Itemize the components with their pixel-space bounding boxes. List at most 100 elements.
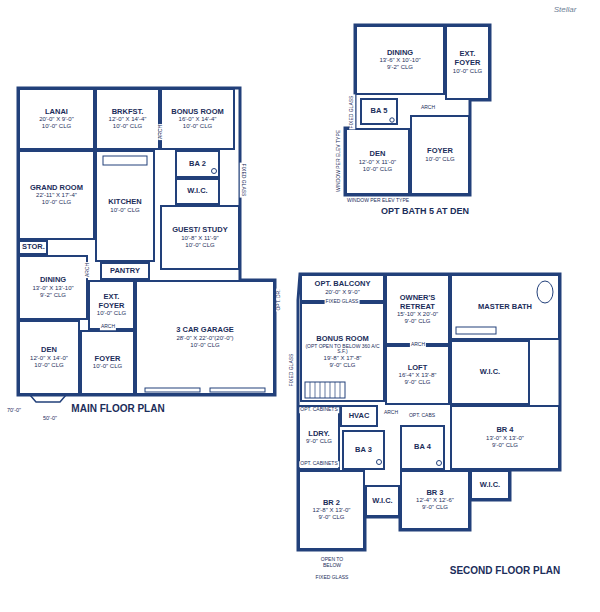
room: BA 2 <box>175 150 220 178</box>
note-label: ARCH <box>158 124 164 140</box>
room-name: DEN <box>369 150 387 159</box>
room-dimension: 13'-0" X 13'-10" <box>31 285 74 292</box>
room: DINING13'-0" X 13'-10"9'-2" CLG <box>18 255 88 320</box>
room: OPT. BALCONY20'-0" X 9'-0" <box>300 274 385 302</box>
second-floor-outline <box>298 274 560 550</box>
note-label: ARCH <box>100 324 116 330</box>
room-name: GRAND ROOM <box>29 184 84 193</box>
room: BR 312'-4" X 12'-6"9'-0" CLG <box>400 470 470 530</box>
room-dimension: 10'-0" CLG <box>41 123 72 130</box>
note-label: FIXED GLASS <box>240 163 246 198</box>
room-name: BA 2 <box>188 160 207 169</box>
note-label: OPT. CABS <box>408 413 436 419</box>
room: BR 212'-8" X 13'-0"9'-0" CLG <box>298 470 365 550</box>
garage-door <box>145 388 200 392</box>
room-dimension: 19'-8" X 17'-8" <box>323 355 363 362</box>
room-dimension: 12'-8" X 13'-0" <box>312 507 352 514</box>
room: W.I.C. <box>450 340 530 405</box>
room: BA 4 <box>400 425 445 470</box>
room-dimension: 10'-0" CLG <box>189 342 220 349</box>
room-name: W.I.C. <box>371 497 393 506</box>
room-dimension: 12'-0" X 14'-4" <box>108 116 148 123</box>
room: GRAND ROOM22'-11" X 17'-4"10'-0" CLG <box>18 150 95 240</box>
room-dimension: 9'-0" CLG <box>305 438 333 445</box>
note-label: ARCH <box>85 262 91 278</box>
room-name: BR 2 <box>322 499 341 508</box>
note-label: FIXED GLASS <box>289 353 295 388</box>
main-floor-outline <box>18 88 275 395</box>
room-name: W.I.C. <box>186 187 208 196</box>
room-name: EXT. FOYER <box>449 50 486 67</box>
plan-title: MAIN FLOOR PLAN <box>70 403 165 414</box>
room-name: MASTER BATH <box>477 303 533 312</box>
room-dimension: 9'-2" CLG <box>39 292 67 299</box>
room-name: FOYER <box>426 147 454 156</box>
room-name: STOR. <box>21 243 46 252</box>
bay-window <box>30 395 66 402</box>
room-name: KITCHEN <box>107 198 142 207</box>
room: BONUS ROOM(OPT OPEN TO BELOW 360 A/C S.F… <box>300 302 385 402</box>
room-name: DEN <box>40 346 58 355</box>
room-name: BR 4 <box>495 426 514 435</box>
bathtub <box>537 281 553 303</box>
room: LOFT16'-4" X 13'-8"9'-0" CLG <box>385 345 450 405</box>
note-label: OPT. CABINETS <box>299 461 339 467</box>
note-label: ARCH <box>383 410 399 416</box>
toilet <box>212 169 217 174</box>
room-dimension: 10'-0" CLG <box>452 68 483 75</box>
room: BA 5 <box>360 98 398 125</box>
stair <box>305 382 345 398</box>
room-dimension: 15'-10" X 20'-0" <box>396 311 439 318</box>
room-dimension: 10'-0" CLG <box>362 166 393 173</box>
room-name: LDRY. <box>307 430 330 439</box>
room: W.I.C. <box>365 485 400 517</box>
room: MASTER BATH <box>450 274 560 340</box>
room: BRKFST.12'-0" X 14'-4"10'-0" CLG <box>95 88 160 150</box>
room: HVAC <box>340 405 378 427</box>
room-dimension: 20'-0" X 9'-0" <box>324 289 361 296</box>
room: PANTRY <box>100 262 150 280</box>
dimension: 50'-0" <box>42 415 58 421</box>
room-dimension: 16'-0" X 14'-4" <box>178 116 218 123</box>
room-dimension: 12'-0" X 14'-0" <box>29 355 69 362</box>
toilet <box>437 461 442 466</box>
room: DINING13'-6" X 10'-10"9'-2" CLG <box>355 25 445 95</box>
room-dimension: 9'-0" CLG <box>318 514 346 521</box>
room-dimension: 22'-11" X 17'-4" <box>35 192 78 199</box>
room-dimension: 12'-4" X 12'-6" <box>415 497 455 504</box>
room-dimension: 9'-0" CLG <box>404 318 432 325</box>
room: BONUS ROOM16'-0" X 14'-4"10'-0" CLG <box>160 88 235 150</box>
room-name: BA 4 <box>413 443 432 452</box>
room-dimension: 9'-2" CLG <box>386 64 414 71</box>
room-dimension: 13'-0" X 13'-0" <box>485 435 525 442</box>
room-dimension: 10'-0" CLG <box>424 156 455 163</box>
room: BA 3 <box>342 430 385 470</box>
room-name: DINING <box>39 276 67 285</box>
room-name: BONUS ROOM <box>315 335 370 344</box>
room-dimension: 20'-0" X 9'-0" <box>38 116 75 123</box>
garage-door <box>210 388 265 392</box>
toilet <box>390 118 394 122</box>
room-dimension: 10'-0" CLG <box>92 363 123 370</box>
note-label: WINDOW PER ELEV TYPE <box>346 198 410 204</box>
room-name: PANTRY <box>109 267 141 276</box>
room: OWNER'S RETREAT15'-10" X 20'-0"9'-0" CLG <box>385 274 450 345</box>
kitchen-island <box>103 156 147 165</box>
room-name: OWNER'S RETREAT <box>389 294 446 311</box>
room-name: DINING <box>386 49 414 58</box>
note-label: OPT. CABINETS <box>299 407 339 413</box>
room-name: LOFT <box>407 364 429 373</box>
room: FOYER10'-0" CLG <box>80 330 135 395</box>
note-label: FIXED GLASS <box>349 95 355 130</box>
room: KITCHEN10'-0" CLG <box>95 150 155 262</box>
room-name: 3 CAR GARAGE <box>175 326 235 335</box>
note-label: ARCH <box>420 105 436 111</box>
room: 3 CAR GARAGE28'-0" X 22'-0"(20'-0")10'-0… <box>135 280 275 395</box>
room-name: BA 3 <box>354 446 373 455</box>
room-name: EXT. FOYER <box>92 293 131 310</box>
room-name: LANAI <box>44 108 69 117</box>
room-dimension: 9'-0" CLG <box>404 379 432 386</box>
room-name: FOYER <box>94 355 122 364</box>
room-dimension: 12'-0" X 11'-0" <box>358 159 397 166</box>
